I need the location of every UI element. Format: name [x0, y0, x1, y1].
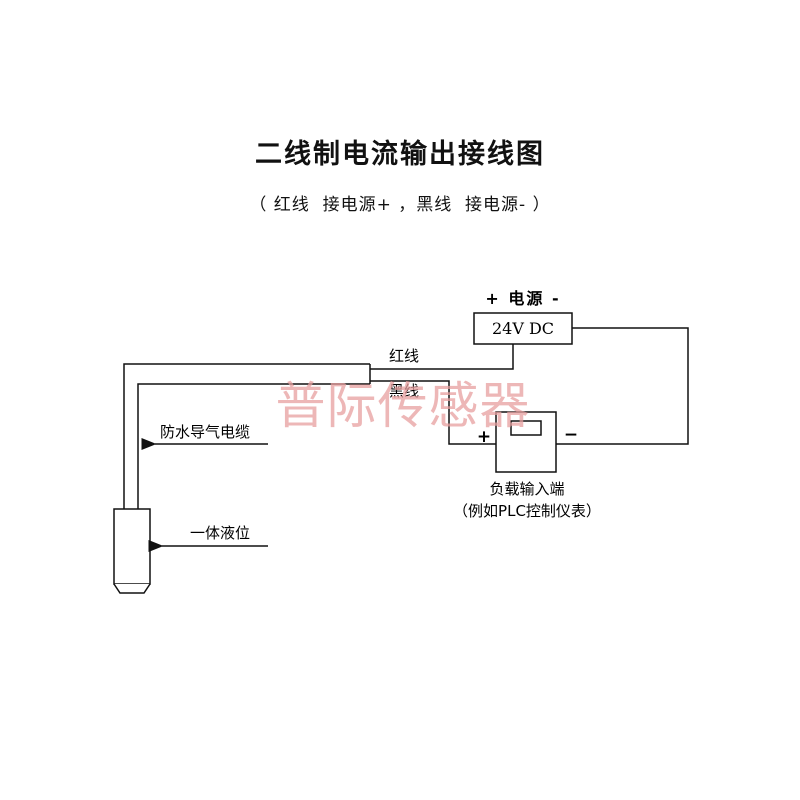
load-minus-label: −: [564, 425, 578, 445]
supply-minus-wire: [556, 327, 689, 445]
load-caption-line1: 负载输入端: [489, 480, 564, 498]
red-wire: [370, 344, 514, 370]
sensor-callout-label: 一体液位: [190, 524, 250, 542]
level-sensor-tip: [113, 583, 151, 594]
black-wire: [370, 380, 496, 445]
diagram-title: 二线制电流输出接线图: [255, 139, 545, 170]
cable-callout-label: 防水导气电缆: [160, 423, 250, 441]
load-caption-line2: （例如PLC控制仪表）: [453, 502, 601, 520]
load-display-icon: [510, 420, 542, 436]
diagram-subtitle: （ 红线 接电源+ ，黑线 接电源- ）: [249, 195, 551, 215]
waterproof-cable: [123, 363, 370, 510]
power-supply-voltage: 24V DC: [492, 319, 554, 338]
power-supply-header: + 电源 -: [485, 289, 560, 308]
load-plus-label: +: [477, 427, 491, 447]
red-wire-label: 红线: [389, 347, 419, 365]
level-sensor-body: [113, 508, 151, 585]
black-wire-label: 黑线: [389, 382, 419, 400]
